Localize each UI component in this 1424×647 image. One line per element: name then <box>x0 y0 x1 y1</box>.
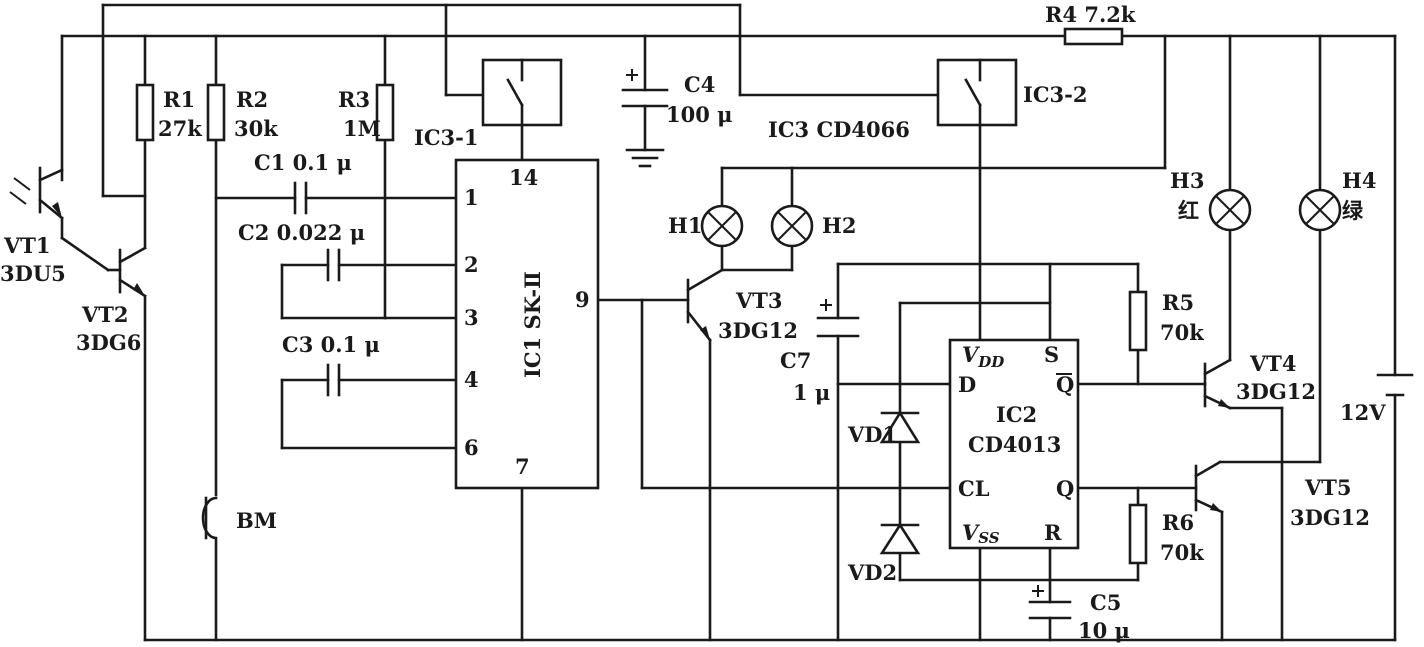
lamp-h1 <box>700 204 744 248</box>
ic3-2-switch <box>936 58 1018 127</box>
r4-resistor <box>1063 27 1124 46</box>
label-c3: C3 0.1 μ <box>282 332 380 357</box>
label-h3: H3 <box>1170 168 1204 193</box>
label-vd2: VD2 <box>847 560 897 585</box>
ic1-pin3: 3 <box>464 305 479 330</box>
ic1-pin6: 6 <box>464 435 479 460</box>
label-h4-color: 绿 <box>1342 198 1364 223</box>
label-c7-value: 1 μ <box>793 380 830 405</box>
ic1-pin2: 2 <box>464 252 479 277</box>
label-c4-value: 100 μ <box>666 102 733 127</box>
label-vt1: VT1 <box>3 233 51 258</box>
label-vt4-type: 3DG12 <box>1236 379 1316 404</box>
label-r1-value: 27k <box>158 116 202 141</box>
label-h1: H1 <box>668 213 702 238</box>
ic2-pin-vss: VSS <box>962 520 1000 547</box>
label-vt3: VT3 <box>735 288 783 313</box>
label-ic3-1: IC3-1 <box>414 125 478 150</box>
ground-symbol <box>625 148 665 168</box>
ic1-pin7: 7 <box>515 454 530 479</box>
c3-capacitor <box>326 363 341 397</box>
ic2-pin-r: R <box>1044 520 1062 545</box>
label-vt1-type: 3DU5 <box>0 261 66 286</box>
wires <box>60 3 1397 642</box>
lamp-h3 <box>1208 188 1252 232</box>
battery-12v <box>1376 373 1414 397</box>
r6-resistor <box>1128 503 1148 565</box>
lamp-h4 <box>1298 188 1342 232</box>
ic1-pin4: 4 <box>464 367 479 392</box>
ic2-pin-qbar: Q <box>1056 372 1074 397</box>
label-c1: C1 0.1 μ <box>254 150 352 175</box>
label-c5: C5 <box>1090 590 1121 615</box>
c1-capacitor <box>293 181 308 215</box>
ic2-pin-s: S <box>1044 342 1059 367</box>
ic2-pin-q: Q <box>1056 476 1074 501</box>
ic2-pin-vdd: VDD <box>962 342 1004 371</box>
transistor-vt3 <box>686 268 724 342</box>
label-bm: BM <box>236 508 277 533</box>
label-h4: H4 <box>1342 168 1376 193</box>
label-ic3-2: IC3-2 <box>1023 82 1087 107</box>
ic3-1-switch <box>481 58 563 127</box>
ic2-pin-d: D <box>958 372 976 397</box>
label-r1: R1 <box>163 87 195 112</box>
c7-capacitor <box>816 299 860 338</box>
label-c4: C4 <box>684 72 715 97</box>
ic2-chip <box>948 338 1080 550</box>
c2-capacitor <box>326 248 341 282</box>
ic1-chip <box>454 158 600 490</box>
label-vt5-type: 3DG12 <box>1290 505 1370 530</box>
diode-vd1 <box>879 410 921 444</box>
label-12v: 12V <box>1340 400 1386 425</box>
label-h3-color: 红 <box>1178 198 1199 223</box>
label-r5-value: 70k <box>1160 320 1204 345</box>
label-vd1: VD1 <box>847 422 897 447</box>
label-r6: R6 <box>1162 510 1194 535</box>
microphone-bm <box>201 496 218 540</box>
label-h2: H2 <box>822 213 856 238</box>
transistor-vt1 <box>9 166 64 220</box>
ic1-pin1: 1 <box>464 185 479 210</box>
label-ic3: IC3 CD4066 <box>768 117 910 142</box>
label-r6-value: 70k <box>1160 540 1204 565</box>
transistor-vt5 <box>1194 460 1224 514</box>
label-c5-value: 10 μ <box>1078 618 1130 643</box>
label-r4: R4 7.2k <box>1045 2 1136 27</box>
ic1-title: IC1 SK-Ⅱ <box>520 271 545 378</box>
label-r2-value: 30k <box>234 116 278 141</box>
label-vt4: VT4 <box>1249 351 1297 376</box>
ic1-pin14: 14 <box>509 165 538 190</box>
r2-resistor <box>206 83 226 142</box>
r3-resistor <box>375 83 395 142</box>
ic1-pin9: 9 <box>575 287 590 312</box>
ic2-part: CD4013 <box>968 432 1061 457</box>
ic2-pin-cl: CL <box>958 476 990 501</box>
r5-resistor <box>1128 290 1148 352</box>
label-vt2-type: 3DG6 <box>76 330 141 355</box>
label-vt5: VT5 <box>1304 475 1352 500</box>
label-c2: C2 0.022 μ <box>238 220 365 245</box>
lamp-h2 <box>770 204 814 248</box>
transistor-vt2 <box>106 246 147 298</box>
labels: R4 7.2k R1 27k R2 30k R3 1M C1 0.1 μ C2 … <box>0 2 1386 643</box>
label-r2: R2 <box>236 87 268 112</box>
r1-resistor <box>135 83 155 142</box>
transistor-vt4 <box>1203 358 1232 410</box>
label-r5: R5 <box>1162 290 1194 315</box>
ic2-title: IC2 <box>996 402 1037 427</box>
label-vt3-type: 3DG12 <box>718 318 798 343</box>
label-r3-value: 1M <box>343 116 381 141</box>
label-vt2: VT2 <box>81 302 129 327</box>
diode-vd2 <box>879 522 921 555</box>
c4-capacitor <box>621 69 669 108</box>
label-c7: C7 <box>780 348 811 373</box>
c5-capacitor <box>1028 585 1072 620</box>
label-r3: R3 <box>338 87 370 112</box>
